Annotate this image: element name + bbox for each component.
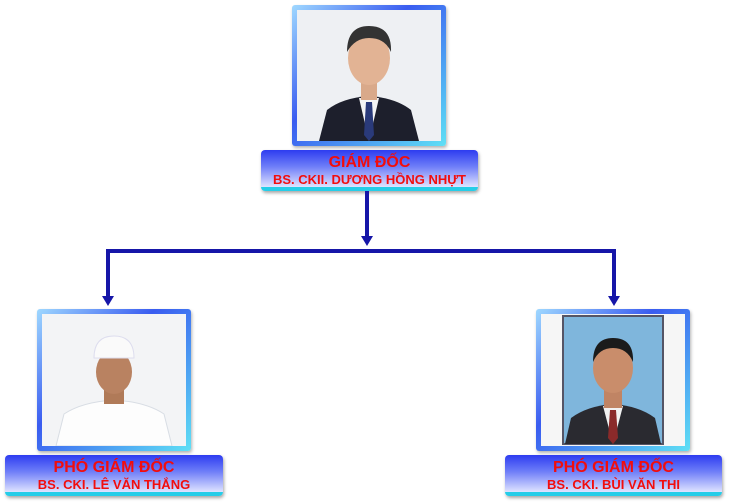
deputy-1-label: PHÓ GIÁM ĐỐC BS. CKI. LÊ VĂN THẮNG — [5, 455, 223, 496]
person-portrait-icon — [42, 314, 186, 446]
deputy-2-photo-frame — [536, 309, 690, 451]
connector-left-down — [106, 249, 110, 297]
connector-right-down — [612, 249, 616, 297]
arrow-down-icon — [102, 296, 114, 306]
deputy-2-title: PHÓ GIÁM ĐỐC — [553, 459, 674, 476]
director-name: BS. CKII. DƯƠNG HỒNG NHỰT — [273, 172, 466, 187]
deputy-2-label: PHÓ GIÁM ĐỐC BS. CKI. BÙI VĂN THI — [505, 455, 722, 496]
connector-director-down — [365, 191, 369, 237]
person-portrait-icon — [297, 10, 441, 141]
director-photo — [297, 10, 441, 141]
arrow-down-icon — [361, 236, 373, 246]
person-portrait-icon — [541, 314, 685, 446]
director-label: GIÁM ĐỐC BS. CKII. DƯƠNG HỒNG NHỰT — [261, 150, 478, 191]
deputy-1-name: BS. CKI. LÊ VĂN THẮNG — [37, 477, 191, 492]
director-title: GIÁM ĐỐC — [328, 154, 411, 171]
deputy-1-photo — [42, 314, 186, 446]
deputy-1-title: PHÓ GIÁM ĐỐC — [53, 459, 175, 476]
director-photo-frame — [292, 5, 446, 146]
deputy-1-photo-frame — [37, 309, 191, 451]
connector-horizontal — [106, 249, 616, 253]
deputy-2-name: BS. CKI. BÙI VĂN THI — [547, 477, 680, 492]
deputy-2-photo — [541, 314, 685, 446]
arrow-down-icon — [608, 296, 620, 306]
